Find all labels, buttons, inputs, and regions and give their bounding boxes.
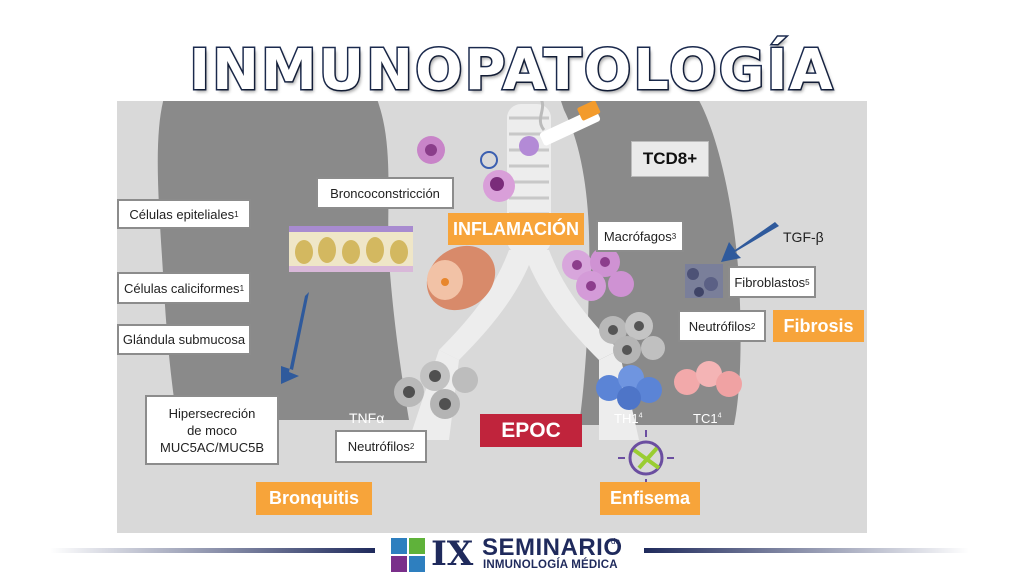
label-tcd8: TCD8+ (631, 141, 709, 177)
macrophage-cell-icon (417, 136, 539, 202)
fibroblast-image-icon (685, 264, 723, 298)
institution-logo-icon (391, 538, 425, 572)
label-broncoconstriccion: Broncoconstricción (316, 177, 454, 209)
label-fibrosis-text: Fibrosis (783, 315, 854, 336)
blue-arrow-icon (281, 222, 779, 384)
hipersecrecion-line-3: MUC5AC/MUC5B (159, 439, 264, 455)
label-bronquitis-text: Bronquitis (269, 488, 359, 508)
label-tgf-beta-text: TGF-β (783, 229, 824, 245)
label-bronquitis: Bronquitis (256, 482, 372, 515)
epithelium-tissue-icon (289, 226, 413, 272)
label-enfisema-text: Enfisema (609, 488, 691, 508)
label-tcd8-text: TCD8+ (642, 149, 698, 168)
label-tnf: TNFα (349, 410, 384, 426)
label-hipersecrecion: Hipersecreción de moco MUC5AC/MUC5B (145, 395, 279, 465)
label-epoc-text: EPOC (501, 418, 561, 442)
hipersecrecion-line-1: Hipersecreción (168, 405, 256, 421)
label-tc1: TC14 (693, 411, 721, 426)
label-tgf-beta: TGF-β (783, 229, 824, 245)
label-fibrosis: Fibrosis (773, 310, 864, 342)
label-fibroblastos-text: Fibroblastos (734, 274, 806, 290)
label-fibroblastos-sup: 5 (805, 277, 810, 287)
label-macrofagos-text: Macrófagos (603, 228, 672, 244)
tc1-cell-icon (674, 361, 742, 397)
label-inflamacion: INFLAMACIÓN (448, 213, 584, 245)
label-tnf-text: TNFα (349, 410, 385, 426)
neutrophil-cell-icon (599, 312, 665, 364)
label-neutrofilos-left-sup: 2 (409, 442, 415, 451)
label-tc1-text: TC1 (693, 411, 718, 426)
cigarette-icon (538, 101, 601, 146)
macrophage-cell-icon (562, 247, 634, 301)
label-celulas-epiteliales-text: Células epiteliales (129, 206, 235, 222)
footer-subtitle: INMUNOLOGÍA MÉDICA (483, 559, 618, 571)
page-title: INMUNOPATOLOGÍA (188, 37, 835, 105)
label-enfisema: Enfisema (600, 482, 700, 515)
footer-line-left (50, 548, 375, 553)
footer-line-right (644, 548, 969, 553)
neutrophil-cell-icon (394, 361, 478, 419)
label-glandula-submucosa: Glándula submucosa (117, 324, 251, 355)
label-epoc: EPOC (480, 414, 582, 447)
footer-seminario: SEMINARIO (482, 534, 623, 561)
label-celulas-caliciformes-sup: 1 (239, 283, 245, 293)
label-broncoconstriccion-text: Broncoconstricción (330, 185, 440, 201)
label-neutrofilos-right-sup: 2 (750, 321, 756, 331)
footer-de: de (611, 537, 620, 546)
th1-cell-icon (596, 365, 662, 410)
footer-numeral: IX (431, 534, 474, 574)
label-th1-sup: 4 (638, 412, 643, 420)
label-macrofagos-sup: 3 (671, 231, 677, 241)
alveolus-icon (618, 430, 674, 486)
label-neutrofilos-left-text: Neutrófilos (347, 439, 410, 454)
bronchus-icon (426, 245, 496, 311)
footer-bar (50, 538, 969, 572)
label-celulas-epiteliales-sup: 1 (234, 209, 239, 219)
label-tc1-sup: 4 (717, 412, 722, 420)
label-th1: TH14 (614, 411, 642, 426)
label-glandula-submucosa-text: Glándula submucosa (122, 332, 246, 347)
hipersecrecion-line-2: de moco (187, 422, 237, 438)
label-inflamacion-text: INFLAMACIÓN (453, 218, 579, 239)
label-neutrofilos-right-text: Neutrófilos (688, 318, 751, 334)
label-celulas-caliciformes-text: Células caliciformes (123, 280, 240, 296)
label-th1-text: TH1 (614, 411, 639, 426)
